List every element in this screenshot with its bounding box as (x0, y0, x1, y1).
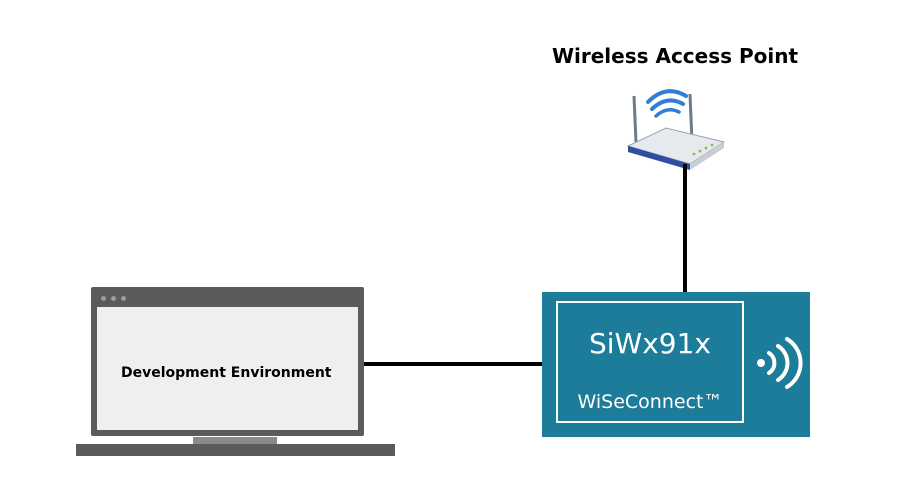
connector-ap-to-module (683, 164, 687, 294)
window-dot-icon (101, 296, 106, 301)
wifi-signal-icon (757, 337, 803, 389)
siwx91x-module: SiWx91x WiSeConnect™ (542, 292, 810, 437)
access-point-title: Wireless Access Point (551, 44, 799, 68)
module-label-box: SiWx91x WiSeConnect™ (556, 301, 744, 423)
window-dot-icon (121, 296, 126, 301)
laptop-hinge (193, 437, 277, 445)
window-dot-icon (111, 296, 116, 301)
connector-laptop-to-module (364, 362, 542, 366)
wireless-router-icon (626, 89, 726, 170)
laptop-screen-area: Development Environment (97, 307, 358, 430)
laptop-icon: Development Environment (91, 287, 364, 436)
development-environment-label: Development Environment (121, 365, 332, 381)
module-subtitle: WiSeConnect™ (577, 391, 723, 413)
module-name: SiWx91x (588, 327, 711, 360)
laptop-base (76, 444, 395, 456)
laptop-titlebar (95, 291, 360, 305)
